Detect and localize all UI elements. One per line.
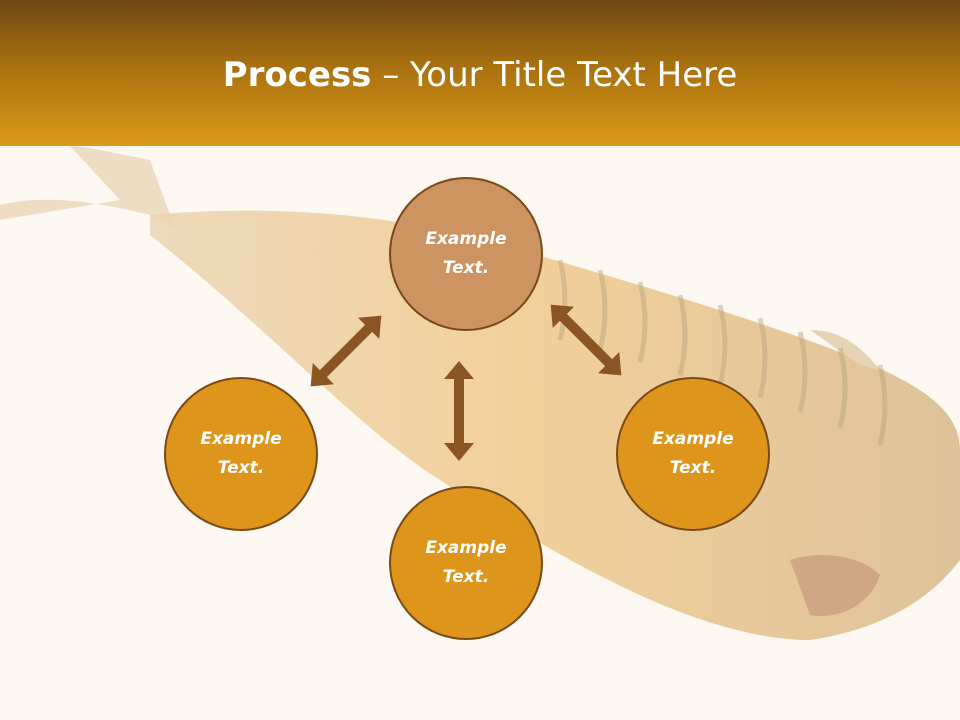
fish-background-image	[0, 146, 960, 640]
title-rest: – Your Title Text Here	[371, 55, 738, 95]
node-bottom: Example Text.	[389, 486, 543, 640]
title-bar	[0, 0, 960, 146]
slide-title: Process – Your Title Text Here	[0, 55, 960, 95]
arrow-left-diagonal	[310, 315, 382, 387]
node-left: Example Text.	[164, 377, 318, 531]
node-right: Example Text.	[616, 377, 770, 531]
node-top: Example Text.	[389, 177, 543, 331]
arrow-vertical	[444, 361, 474, 461]
title-bold: Process	[222, 55, 372, 95]
arrow-right-diagonal	[550, 304, 622, 376]
